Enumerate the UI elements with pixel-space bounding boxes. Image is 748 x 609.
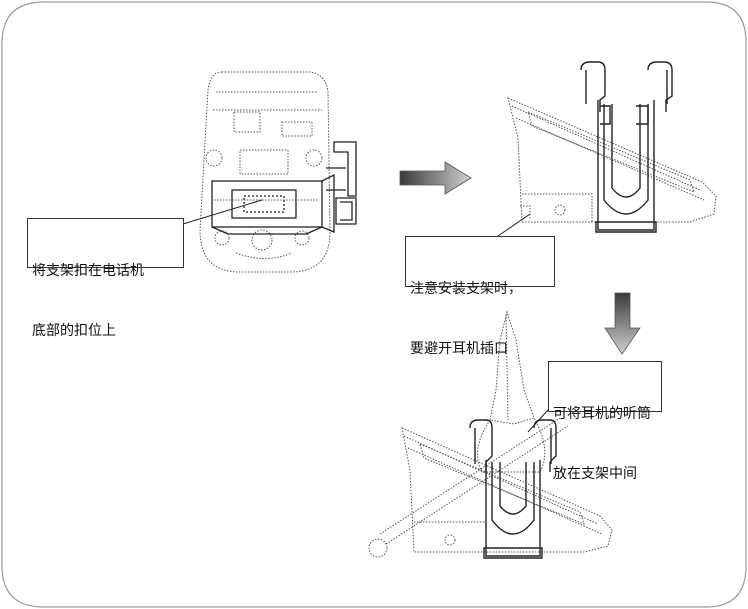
down-arrow-icon bbox=[604, 292, 641, 355]
callout-avoid-headset-port: 注意安装支架时， 要避开耳机插口 bbox=[405, 236, 555, 357]
leader-line-attach bbox=[182, 199, 263, 225]
callout-attach-bracket: 将支架扣在电话机 底部的扣位上 bbox=[27, 218, 184, 339]
right-arrow-icon bbox=[399, 161, 472, 195]
callout-avoid-line-1: 注意安装支架时， bbox=[410, 281, 522, 297]
leader-line-handset bbox=[527, 409, 549, 433]
phone-side-view bbox=[507, 97, 717, 223]
callout-handset-line-1: 可将耳机的听筒 bbox=[553, 406, 651, 422]
bracket-holding-handset bbox=[469, 419, 557, 559]
bracket-flat bbox=[211, 141, 357, 235]
bracket-upright bbox=[580, 61, 673, 233]
callout-attach-line-2: 底部的扣位上 bbox=[32, 323, 116, 339]
handset-dotted bbox=[368, 310, 569, 558]
callout-avoid-line-2: 要避开耳机插口 bbox=[410, 341, 508, 357]
phone-bottom-view bbox=[199, 71, 331, 273]
leader-line-avoid bbox=[497, 213, 531, 237]
callout-handset-placement: 可将耳机的听筒 放在支架中间 bbox=[548, 361, 662, 482]
callout-attach-line-1: 将支架扣在电话机 bbox=[32, 263, 144, 279]
callout-handset-line-2: 放在支架中间 bbox=[553, 466, 637, 482]
